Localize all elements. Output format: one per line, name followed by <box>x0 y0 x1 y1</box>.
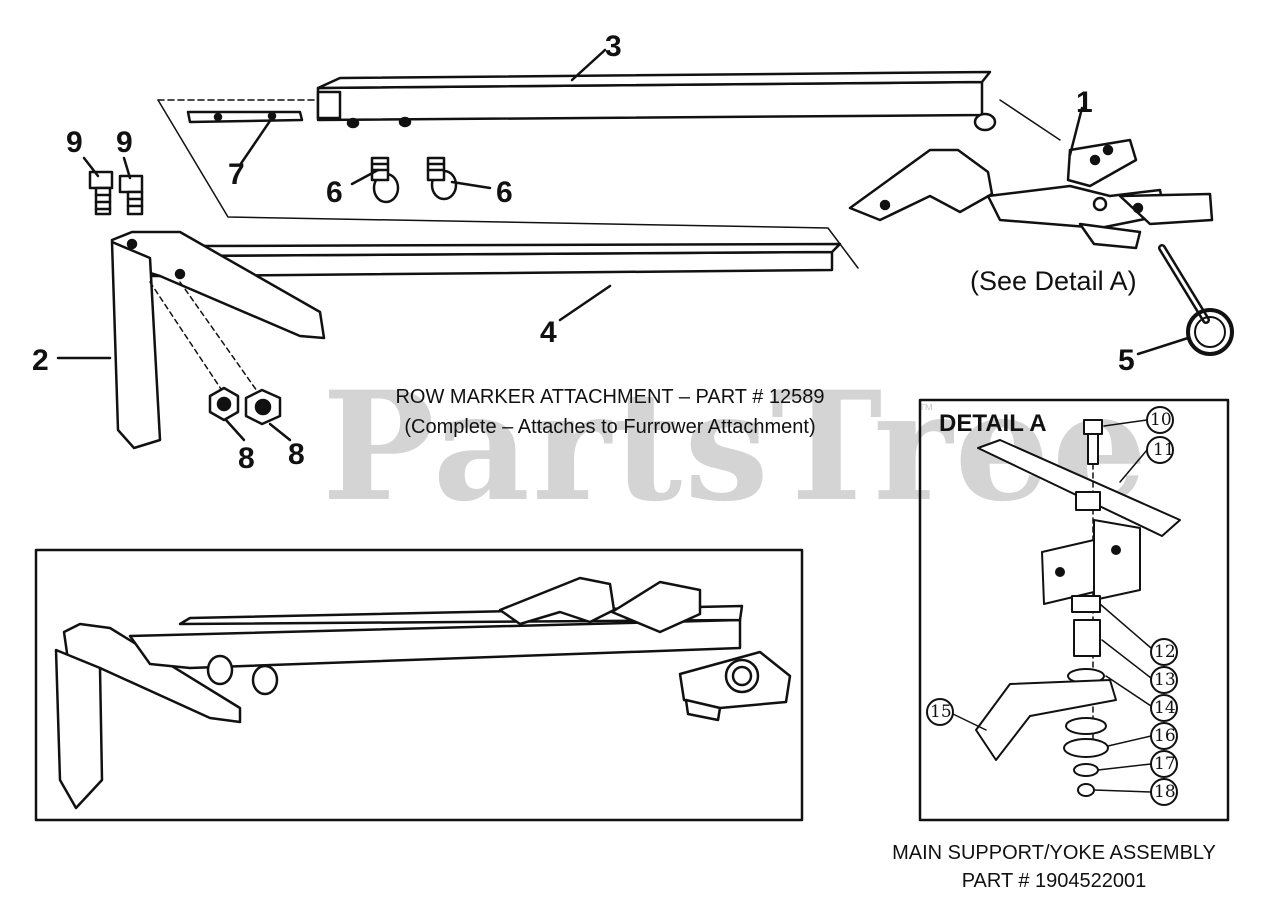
callout-3: 3 <box>605 30 622 63</box>
part-5-hitch-pin <box>1158 244 1234 356</box>
detail-label-16: 16 <box>1154 726 1176 746</box>
callout-6a: 6 <box>326 176 343 209</box>
yoke-assembly-caption-title: MAIN SUPPORT/YOKE ASSEMBLY <box>892 842 1216 864</box>
part-8-lock-nut <box>244 388 282 426</box>
callout-leaders <box>56 48 1190 442</box>
row-marker-caption-subtitle: (Complete – Attaches to Furrower Attachm… <box>404 416 816 438</box>
callout-6b: 6 <box>496 176 513 209</box>
detail-label-13: 13 <box>1154 670 1176 690</box>
part-9-hex-bolt <box>88 170 114 216</box>
part-2-marker-blade <box>110 230 326 450</box>
callout-2: 2 <box>32 344 49 377</box>
callout-4: 4 <box>540 316 557 349</box>
assembly-guide-line <box>999 99 1061 141</box>
detail-label-15: 15 <box>930 702 952 722</box>
part-8-lock-nut <box>208 386 240 422</box>
assembled-row-marker <box>54 576 792 810</box>
detail-a-title: DETAIL A <box>939 410 1047 437</box>
part-9-hex-bolt <box>118 174 144 216</box>
assembled-view-frame <box>34 548 804 822</box>
detail-label-12: 12 <box>1154 642 1176 662</box>
callout-1: 1 <box>1076 86 1093 119</box>
see-detail-note: (See Detail A) <box>970 266 1137 296</box>
assembly-guide-line <box>157 99 859 269</box>
detail-label-11: 11 <box>1153 440 1175 460</box>
part-3-square-tube <box>316 70 997 132</box>
detail-label-18: 18 <box>1154 782 1176 802</box>
detail-a-exploded-view <box>926 406 1181 806</box>
row-marker-caption-title: ROW MARKER ATTACHMENT – PART # 12589 <box>395 386 825 408</box>
callout-9b: 9 <box>116 126 133 159</box>
callout-8a: 8 <box>238 442 255 475</box>
yoke-assembly-caption-part: PART # 1904522001 <box>961 870 1147 892</box>
part-6-carriage-bolt <box>426 156 458 201</box>
detail-a-frame <box>918 398 1230 822</box>
callout-9a: 9 <box>66 126 83 159</box>
part-1-main-support <box>848 138 1214 250</box>
part-7-plate <box>186 110 304 124</box>
callout-8b: 8 <box>288 438 305 471</box>
detail-label-17: 17 <box>1154 754 1176 774</box>
detail-label-10: 10 <box>1150 410 1172 430</box>
watermark-trademark: ™ <box>918 402 934 419</box>
detail-label-14: 14 <box>1154 698 1176 718</box>
callout-7: 7 <box>228 158 245 191</box>
callout-5: 5 <box>1118 344 1135 377</box>
part-6-carriage-bolt <box>370 156 400 204</box>
